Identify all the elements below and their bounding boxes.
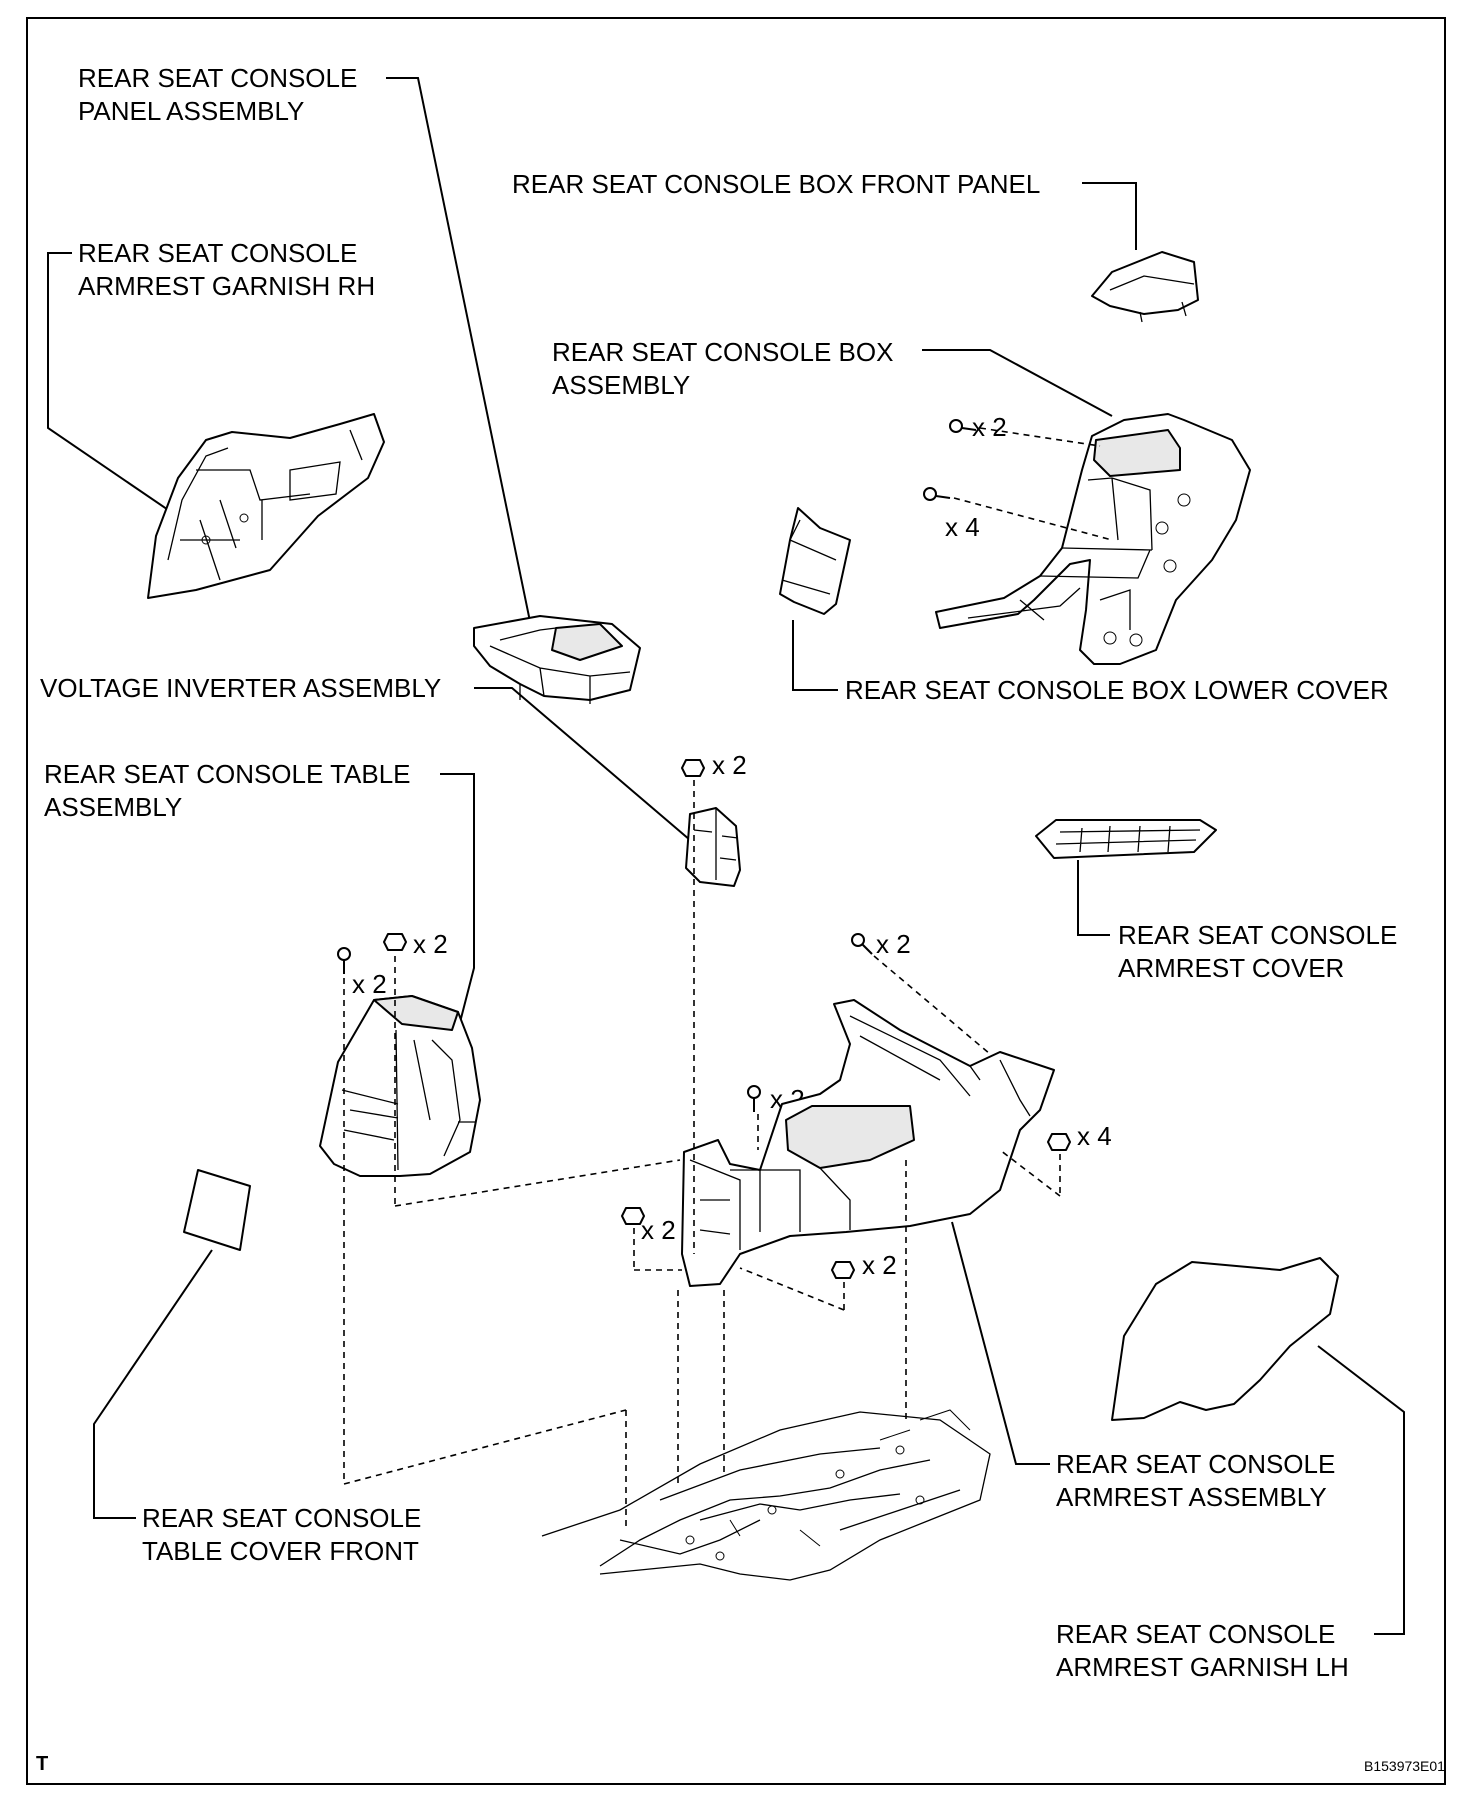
leader-box-assembly — [922, 349, 1113, 417]
box-front-panel-part — [1091, 251, 1199, 323]
bolt-icon — [923, 487, 951, 501]
qty-table-nut: x 2 — [413, 929, 448, 959]
label-box-assembly-line2: ASSEMBLY — [552, 370, 690, 400]
leader-box-lower-cover — [792, 620, 838, 691]
alignment-lines — [343, 427, 1113, 1530]
label-table-assembly-line1: REAR SEAT CONSOLE TABLE — [44, 759, 411, 789]
leader-garnish-lh — [1317, 1345, 1405, 1635]
leader-table-cover-front — [93, 1249, 213, 1519]
bolt-icon — [851, 933, 873, 955]
label-armrest-cover: REAR SEAT CONSOLE ARMREST COVER — [1077, 860, 1397, 983]
qty-armrest-nut-right: x 4 — [1077, 1121, 1112, 1151]
qty-armrest-nut-bottom: x 2 — [862, 1250, 897, 1280]
label-box-front-panel: REAR SEAT CONSOLE BOX FRONT PANEL — [512, 169, 1137, 250]
leader-panel-assembly — [386, 77, 541, 671]
leader-armrest-cover — [1077, 860, 1110, 936]
qty-inverter-nut: x 2 — [712, 750, 747, 780]
label-box-assembly-line1: REAR SEAT CONSOLE BOX — [552, 337, 893, 367]
nut-icon — [831, 1261, 855, 1279]
nut-icon — [621, 1207, 645, 1225]
label-garnish-lh: REAR SEAT CONSOLE ARMREST GARNISH LH — [1056, 1345, 1405, 1682]
label-box-assembly: REAR SEAT CONSOLE BOX ASSEMBLY — [552, 337, 1113, 417]
label-armrest-cover-line2: ARMREST COVER — [1118, 953, 1344, 983]
qty-box-screw-upper: x 2 — [972, 412, 1007, 442]
label-garnish-rh-line2: ARMREST GARNISH RH — [78, 271, 375, 301]
nut-icon — [383, 933, 407, 951]
label-box-lower-cover: REAR SEAT CONSOLE BOX LOWER COVER — [792, 620, 1389, 705]
fastener-icons — [337, 419, 1071, 1279]
qty-box-screw-lower: x 4 — [945, 512, 980, 542]
leader-garnish-rh — [47, 252, 181, 519]
box-lower-cover-part — [779, 507, 851, 615]
qty-table-bolt: x 2 — [352, 969, 387, 999]
label-table-cover-front-line2: TABLE COVER FRONT — [142, 1536, 419, 1566]
label-armrest-assembly-line1: REAR SEAT CONSOLE — [1056, 1449, 1335, 1479]
label-table-cover-front-line1: REAR SEAT CONSOLE — [142, 1503, 421, 1533]
label-armrest-assembly: REAR SEAT CONSOLE ARMREST ASSEMBLY — [951, 1221, 1335, 1512]
floor-panel-part — [541, 1409, 991, 1581]
nut-icon — [1047, 1133, 1071, 1151]
label-garnish-rh: REAR SEAT CONSOLE ARMREST GARNISH RH — [47, 238, 375, 519]
label-garnish-lh-line1: REAR SEAT CONSOLE — [1056, 1619, 1335, 1649]
bolt-icon — [747, 1085, 761, 1112]
qty-armrest-nut-left: x 2 — [641, 1215, 676, 1245]
label-panel-assembly-line2: PANEL ASSEMBLY — [78, 96, 304, 126]
bolt-icon — [337, 947, 351, 974]
label-panel-assembly: REAR SEAT CONSOLE PANEL ASSEMBLY — [78, 63, 541, 671]
label-voltage-inverter: VOLTAGE INVERTER ASSEMBLY — [40, 673, 691, 841]
nut-icon — [681, 759, 705, 777]
label-box-front-panel-text: REAR SEAT CONSOLE BOX FRONT PANEL — [512, 169, 1040, 199]
armrest-assembly-part — [681, 999, 1055, 1287]
voltage-inverter-part — [685, 807, 741, 887]
garnish-rh-part — [147, 413, 385, 599]
diagram-frame — [26, 17, 1446, 1785]
label-armrest-assembly-line2: ARMREST ASSEMBLY — [1056, 1482, 1327, 1512]
figure-code: B153973E01 — [1364, 1758, 1445, 1774]
leader-voltage-inverter — [474, 687, 691, 841]
label-table-cover-front: REAR SEAT CONSOLE TABLE COVER FRONT — [93, 1249, 421, 1566]
label-armrest-cover-line1: REAR SEAT CONSOLE — [1118, 920, 1397, 950]
label-garnish-rh-line1: REAR SEAT CONSOLE — [78, 238, 357, 268]
leader-box-front-panel — [1082, 182, 1137, 250]
label-garnish-lh-line2: ARMREST GARNISH LH — [1056, 1652, 1349, 1682]
bolt-icon — [949, 419, 977, 433]
leader-armrest-assembly — [951, 1221, 1050, 1465]
corner-mark: T — [36, 1753, 48, 1775]
label-voltage-inverter-text: VOLTAGE INVERTER ASSEMBLY — [40, 673, 441, 703]
armrest-cover-part — [1035, 819, 1217, 859]
leader-table-assembly — [440, 773, 475, 1031]
label-box-lower-cover-text: REAR SEAT CONSOLE BOX LOWER COVER — [845, 675, 1389, 705]
label-panel-assembly-line1: REAR SEAT CONSOLE — [78, 63, 357, 93]
label-table-assembly-line2: ASSEMBLY — [44, 792, 182, 822]
table-cover-front-part — [183, 1169, 251, 1251]
panel-assembly-part — [473, 615, 641, 704]
label-table-assembly: REAR SEAT CONSOLE TABLE ASSEMBLY — [44, 759, 475, 1031]
box-assembly-part — [935, 413, 1251, 665]
qty-armrest-bolt-top: x 2 — [876, 929, 911, 959]
garnish-lh-part — [1111, 1257, 1339, 1421]
